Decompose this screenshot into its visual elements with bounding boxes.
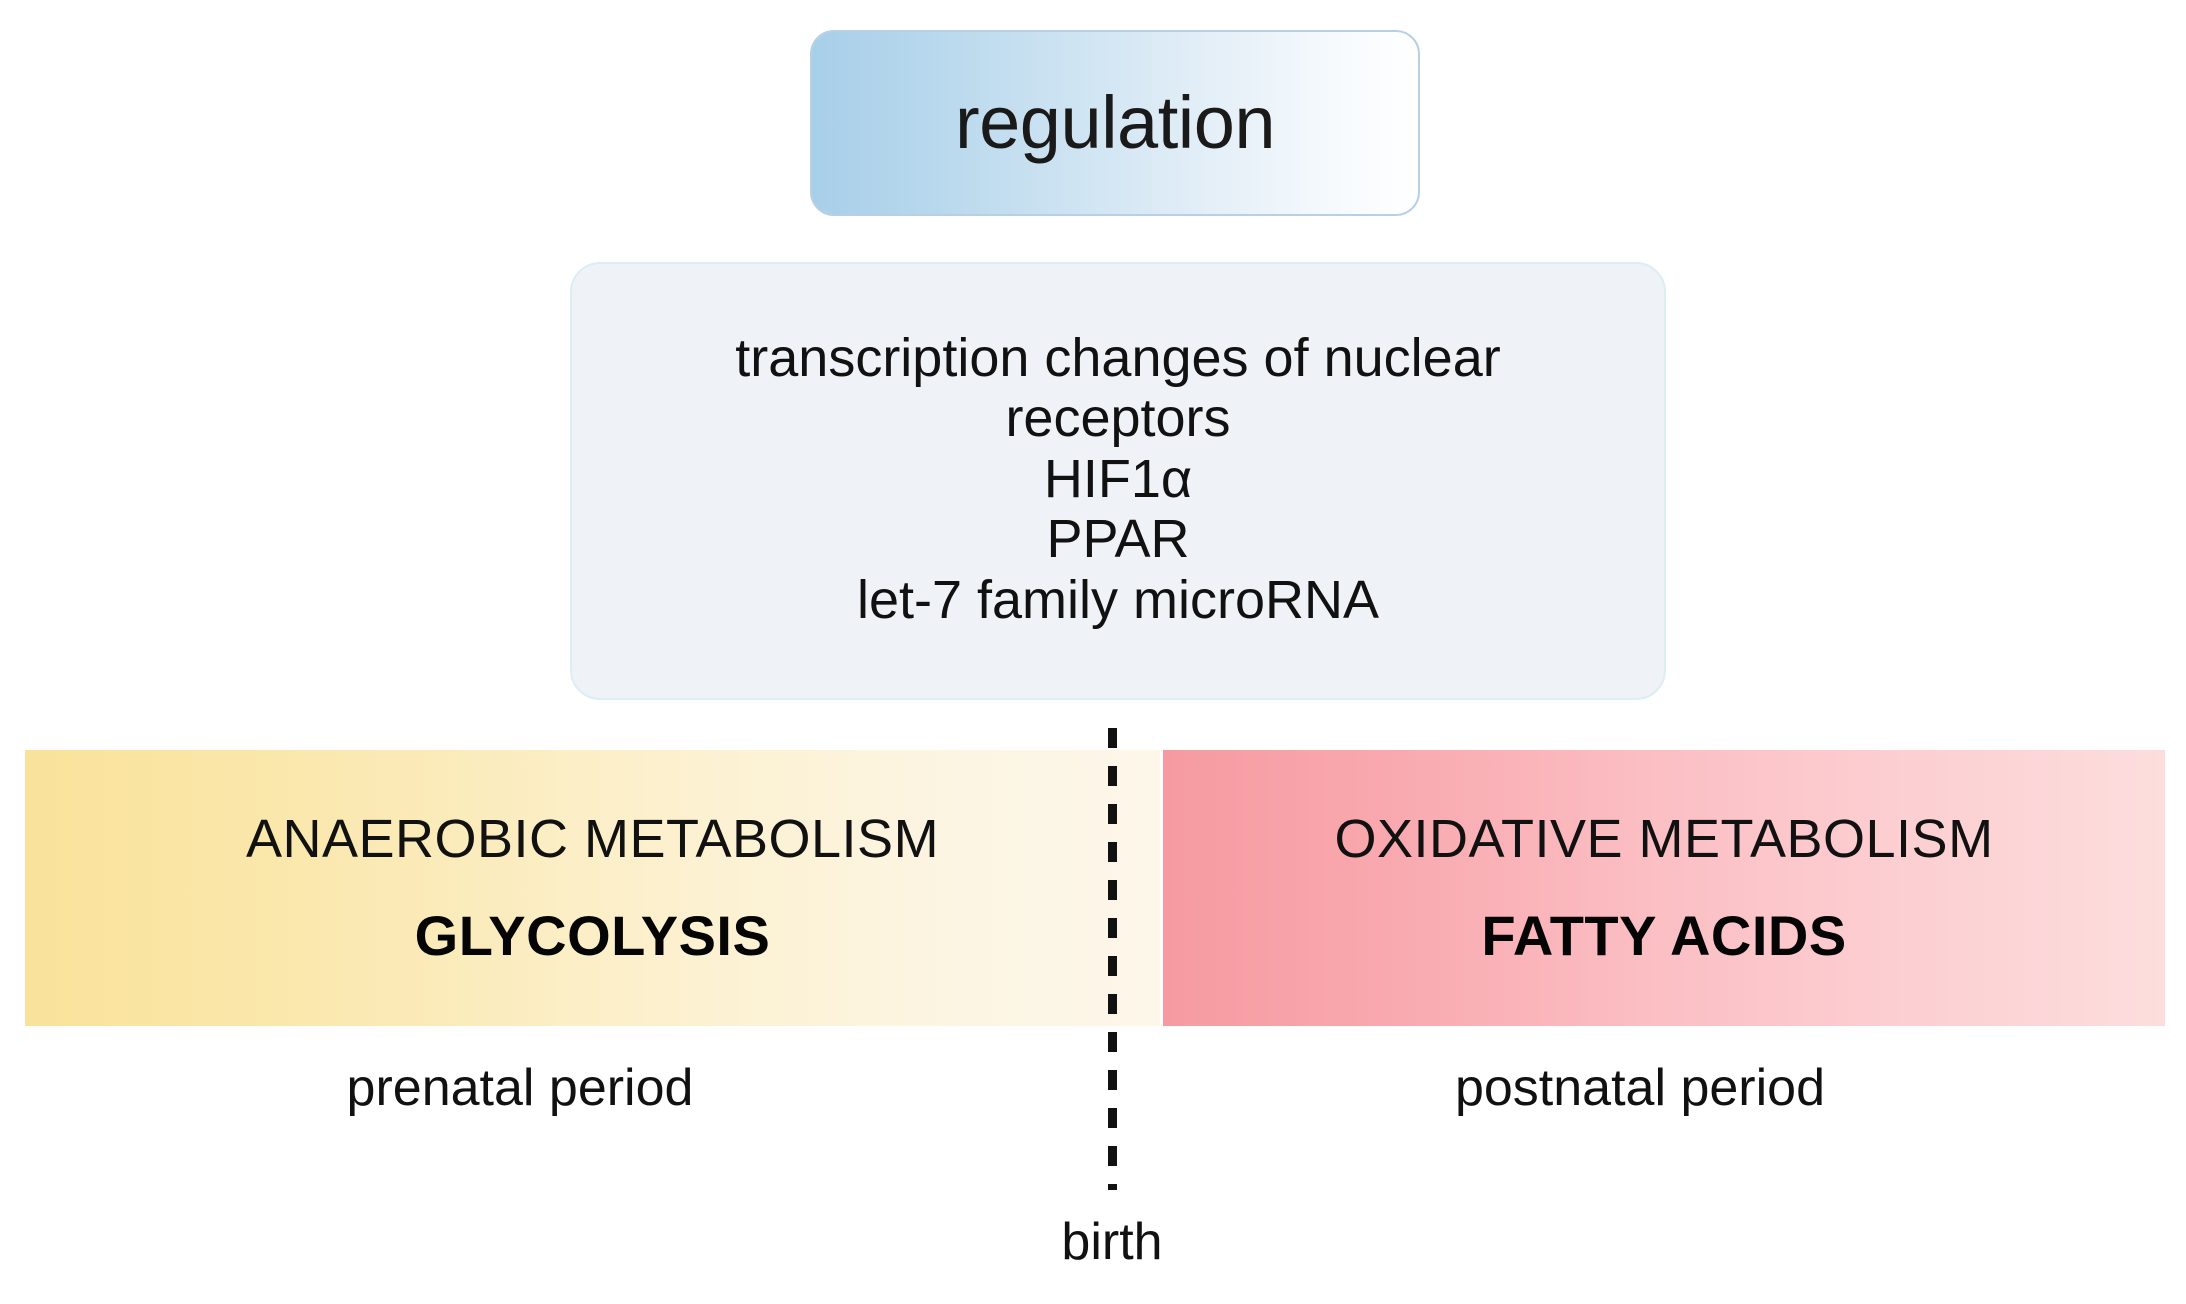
regulators-box: transcription changes of nuclear recepto… — [570, 262, 1666, 700]
regulator-item-let7-microrna: let-7 family microRNA — [856, 569, 1380, 630]
birth-divider-dashed-line — [1108, 728, 1117, 1190]
regulation-label: regulation — [954, 81, 1276, 164]
regulator-item-ppar: PPAR — [1046, 509, 1190, 570]
glycolysis-substrate-label: GLYCOLYSIS — [414, 904, 771, 967]
anaerobic-metabolism-title: ANAEROBIC METABOLISM — [245, 809, 940, 869]
oxidative-metabolism-title: OXIDATIVE METABOLISM — [1334, 809, 1994, 869]
fatty-acids-substrate-label: FATTY ACIDS — [1481, 904, 1847, 967]
regulator-item-transcription-changes: transcription changes of nuclear recepto… — [735, 327, 1501, 449]
oxidative-metabolism-bar: OXIDATIVE METABOLISM FATTY ACIDS — [1163, 750, 2165, 1026]
anaerobic-metabolism-bar: ANAEROBIC METABOLISM GLYCOLYSIS — [25, 750, 1160, 1026]
postnatal-period-label: postnatal period — [1454, 1059, 1826, 1117]
prenatal-period-label: prenatal period — [346, 1059, 694, 1117]
birth-label: birth — [1061, 1213, 1163, 1271]
regulation-box: regulation — [810, 30, 1420, 216]
regulator-item-hif1a: HIF1α — [1043, 448, 1193, 509]
